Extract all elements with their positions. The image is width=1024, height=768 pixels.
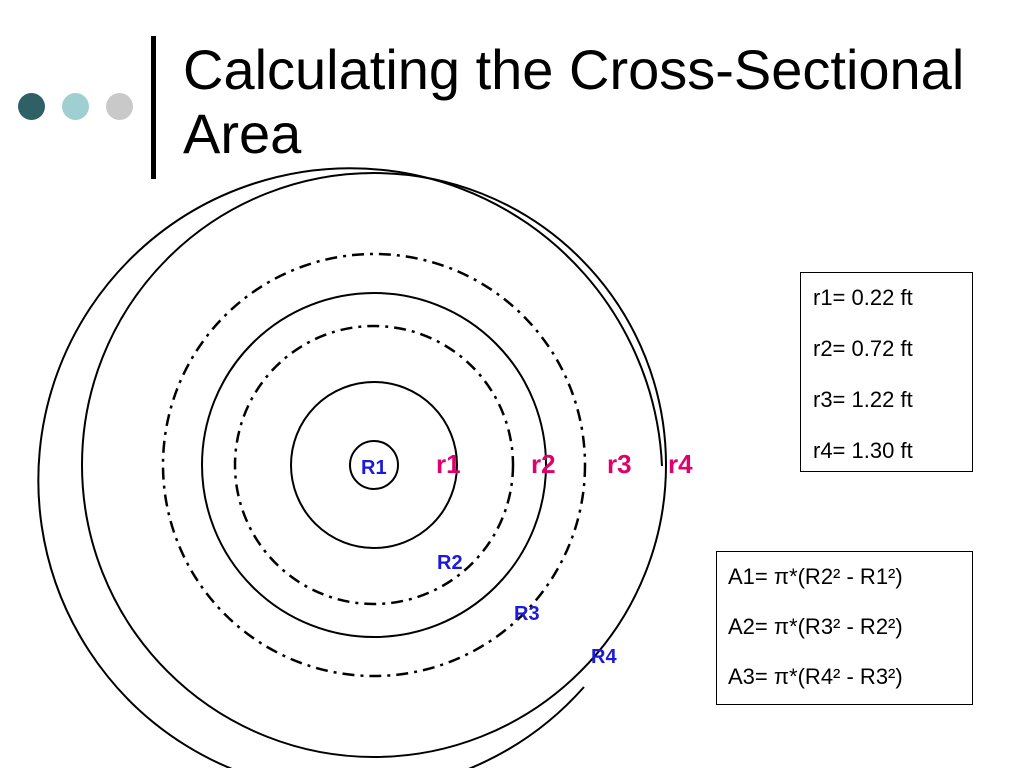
- circle-dashdot-outer: [161, 252, 587, 678]
- radius-line-r2: r2= 0.72 ft: [813, 336, 913, 361]
- circle-dashdot-inner: [233, 324, 515, 606]
- label-R3: R3: [514, 603, 540, 625]
- radius-line-r4: r4= 1.30 ft: [813, 438, 913, 463]
- area-formula-a2: A2= π*(R3² - R2²): [728, 614, 903, 639]
- label-r4: r4: [668, 449, 693, 479]
- radii-box: r1= 0.22 ft r2= 0.72 ft r3= 1.22 ft r4= …: [800, 272, 973, 472]
- title-divider: [151, 36, 156, 179]
- circle-r1: [349, 440, 399, 490]
- dot-dark-teal: [18, 93, 45, 120]
- circle-r4: [81, 172, 667, 758]
- radius-line-r1: r1= 0.22 ft: [813, 285, 913, 310]
- label-R1: R1: [361, 457, 387, 479]
- circle-r3: [201, 292, 547, 638]
- label-r3: r3: [607, 449, 632, 479]
- decorative-dots: [18, 93, 133, 120]
- label-r1: r1: [436, 449, 461, 479]
- areas-box: A1= π*(R2² - R1²) A2= π*(R3² - R2²) A3= …: [716, 551, 973, 705]
- label-R4: R4: [591, 646, 617, 668]
- radius-line-r3: r3= 1.22 ft: [813, 387, 913, 412]
- circle-r4-outer-arc: [37, 167, 663, 768]
- area-formula-a3: A3= π*(R4² - R3²): [728, 664, 903, 689]
- label-r2: r2: [531, 449, 556, 479]
- circle-r2: [290, 381, 458, 549]
- label-R2: R2: [437, 552, 463, 574]
- area-formula-a1: A1= π*(R2² - R1²): [728, 564, 903, 589]
- dot-light-teal: [62, 93, 89, 120]
- dot-gray: [106, 93, 133, 120]
- slide-title: Calculating the Cross-Sectional Area: [183, 38, 965, 165]
